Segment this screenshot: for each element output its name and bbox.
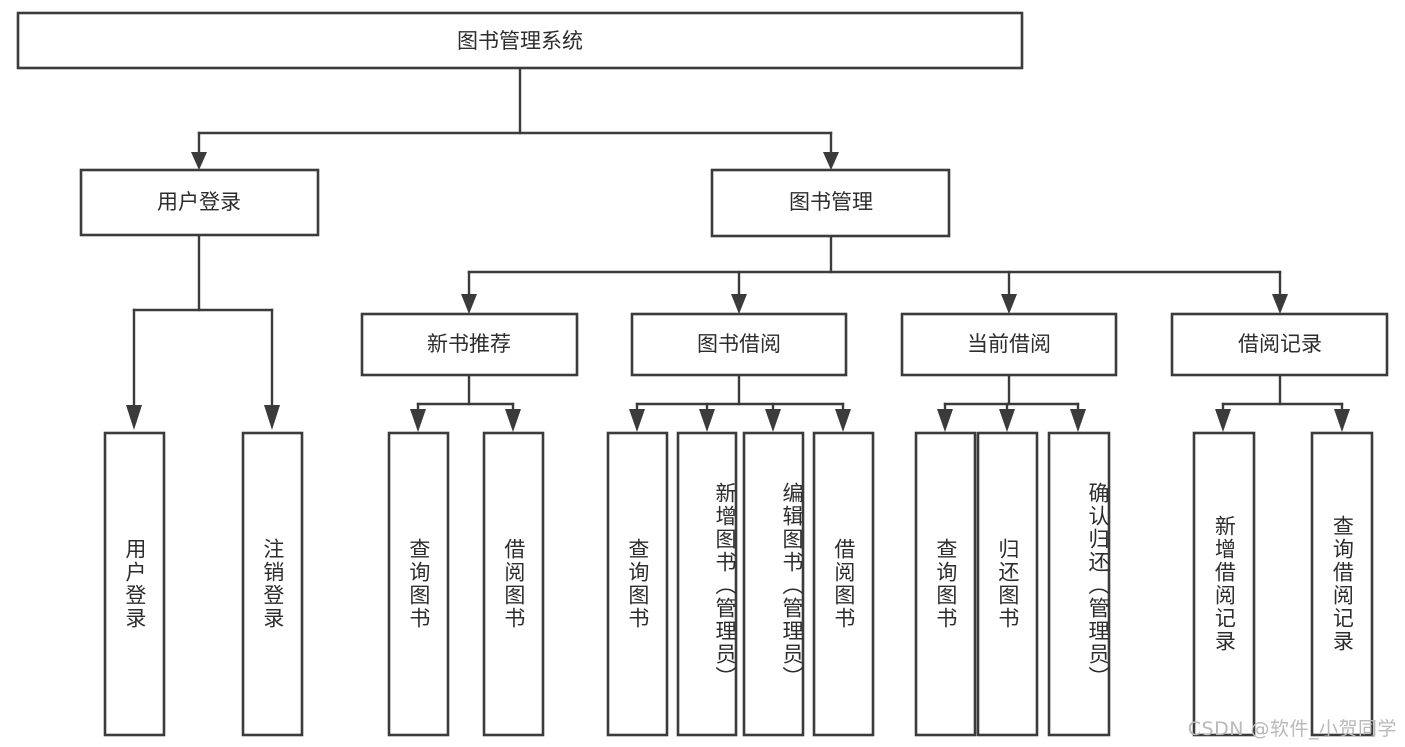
node-current-borrow-box[interactable] [900,312,1118,377]
leaf-box-9[interactable] [914,431,977,737]
node-book-borrow-label: 图书借阅 [697,332,781,356]
node-book-management-label: 图书管理 [789,190,873,214]
node-root-label: 图书管理系统 [457,29,583,53]
leaf-box-13[interactable] [1310,431,1374,737]
node-borrow-record-label: 借阅记录 [1238,332,1322,356]
leaf-box-11[interactable] [1047,431,1111,737]
leaf-box-8[interactable] [812,431,875,737]
arrowhead-leaf-12 [1215,409,1231,432]
node-borrow-record-box[interactable] [1170,312,1389,377]
leaf-box-1[interactable] [103,431,166,737]
arrowhead-leaf-6 [699,409,715,432]
node-new-book-recommend-box[interactable] [360,312,579,377]
leaf-box-2[interactable] [241,431,304,737]
leaf-box-5[interactable] [606,431,669,737]
arrowhead-leaf-5 [629,409,645,432]
connectors [126,66,1350,432]
arrowhead-leaf-2 [264,405,280,430]
arrowhead-leaf-1 [126,405,142,430]
node-current-borrow-label: 当前借阅 [967,332,1051,356]
arrowhead-leaf-13 [1334,409,1350,432]
node-new-book-recommend-label: 新书推荐 [427,332,511,356]
arrowhead-leaf-9 [937,409,953,432]
arrowhead-leaf-4 [505,409,521,432]
nodes: 图书管理系统 用户登录 图书管理 新书推荐 图书借阅 当前借阅 借阅记录 [16,11,1389,737]
arrowhead-book-mgmt [823,152,839,170]
leaf-box-4[interactable] [482,431,545,737]
arrowhead-leaf-11 [1070,409,1086,432]
leaf-box-6[interactable] [676,431,738,737]
arrowhead-leaf-3 [410,409,426,432]
node-book-management-box[interactable] [710,168,951,238]
leaf-box-12[interactable] [1192,431,1256,737]
node-user-login-label: 用户登录 [157,190,241,214]
arrowhead-leaf-10 [999,409,1015,432]
leaf-box-7[interactable] [742,431,805,737]
arrowhead-book-borrow [731,294,747,314]
leaf-box-3[interactable] [387,431,450,737]
arrowhead-leaf-7 [765,409,781,432]
node-root-box[interactable] [16,11,1024,70]
arrowhead-new-book-rec [461,294,477,314]
leaf-box-10[interactable] [976,431,1039,737]
arrowhead-borrow-record [1272,294,1288,314]
watermark-text: CSDN @软件_小贺同学 [1187,718,1397,740]
arrowhead-user-login [191,152,207,170]
node-user-login-box[interactable] [79,168,320,237]
node-book-borrow-box[interactable] [630,312,848,377]
arrowhead-current-borrow [1001,294,1017,314]
arrowhead-leaf-8 [835,409,851,432]
